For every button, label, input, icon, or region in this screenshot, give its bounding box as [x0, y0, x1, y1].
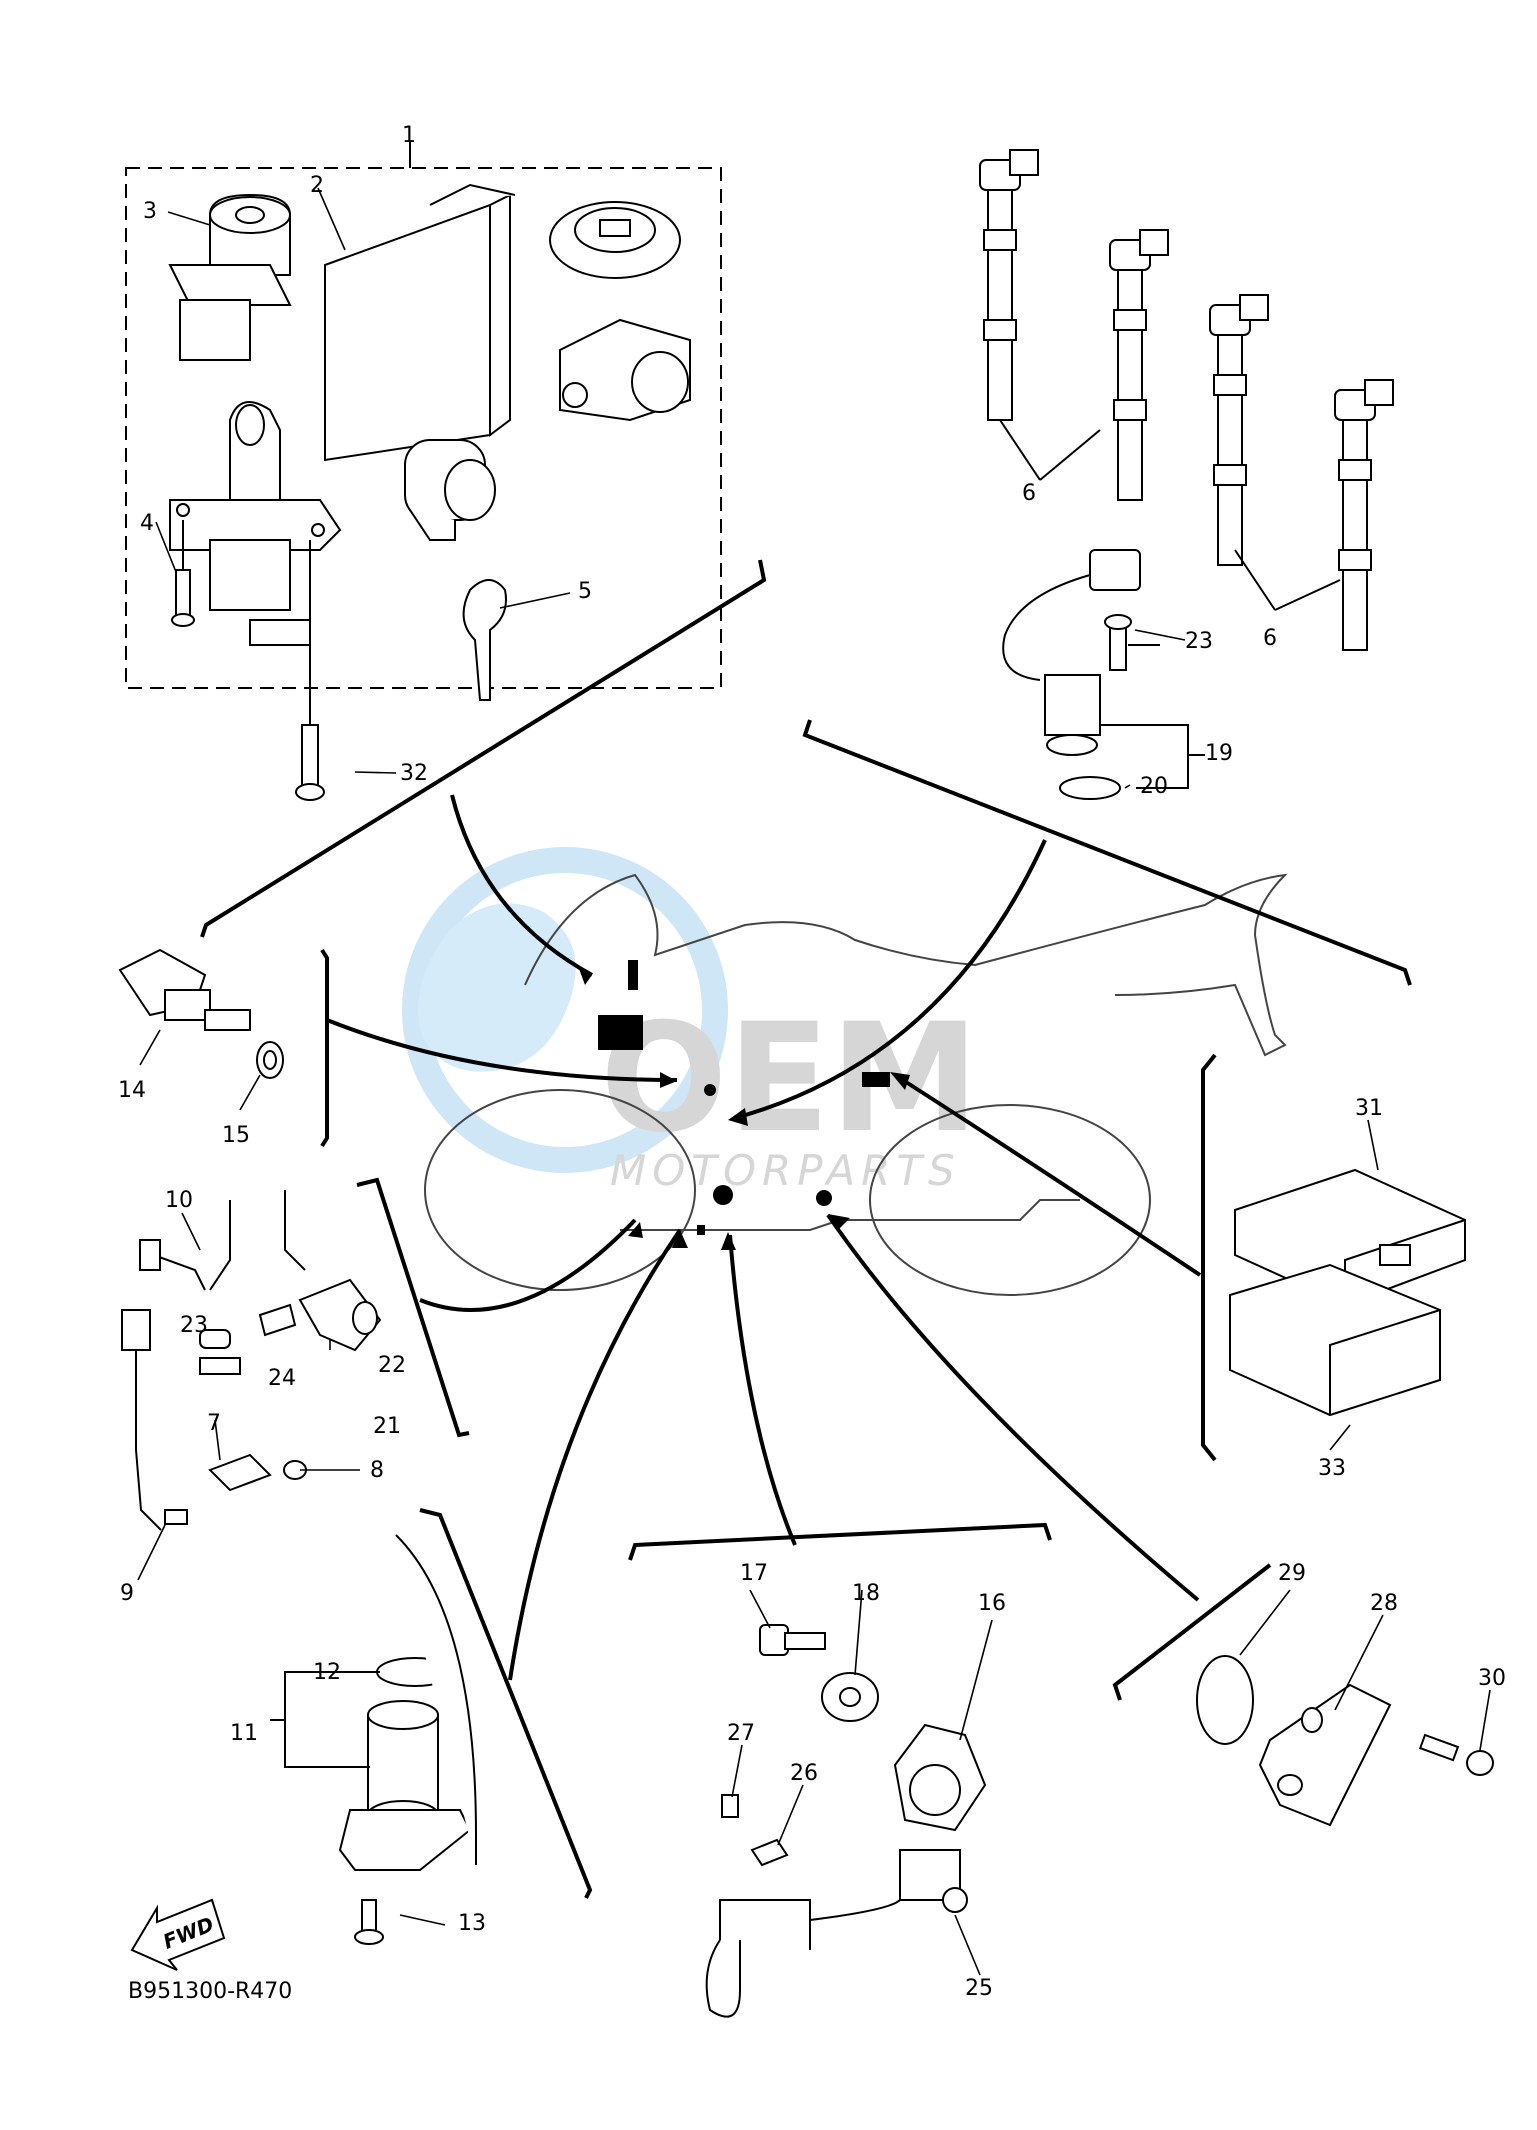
- sensor-location-icon: [704, 1084, 716, 1096]
- coil-leaders: [999, 419, 1341, 611]
- ecu-unit-location-icon: [862, 1072, 890, 1087]
- callout-23a: 23: [1185, 629, 1213, 654]
- temperature-sensor: [118, 948, 284, 1079]
- callout-17: 17: [740, 1561, 768, 1586]
- key: [462, 579, 507, 701]
- leader-arrowheads: [578, 966, 910, 1250]
- callout-24: 24: [268, 1366, 296, 1391]
- ecu-module: [324, 183, 516, 462]
- leader-curves: [326, 794, 1202, 1681]
- callout-22: 22: [378, 1353, 406, 1378]
- callout-numbers: 1 2 3 4 5 6 6 7 8 9 10 11 12 13 14 15 16…: [118, 123, 1506, 2001]
- callout-31: 31: [1355, 1096, 1383, 1121]
- watermark: OEM MOTORPARTS: [402, 847, 979, 1195]
- speed-sensor-group: [705, 1624, 987, 2018]
- callout-25: 25: [965, 1976, 993, 2001]
- solenoid-valve: [338, 1534, 477, 1945]
- callout-13: 13: [458, 1911, 486, 1936]
- group-brackets: [200, 559, 1412, 1899]
- fuel-cap: [549, 201, 681, 279]
- shift-sensor-location-icon: [816, 1190, 832, 1206]
- shift-sensor-group: [1196, 1655, 1494, 1827]
- callout-19: 19: [1205, 741, 1233, 766]
- callout-12: 12: [313, 1660, 341, 1685]
- helmet-lock: [404, 439, 496, 541]
- ecu-units: [1229, 1168, 1466, 1417]
- callout-18: 18: [852, 1581, 880, 1606]
- callout-leaders: [137, 187, 1491, 1976]
- callout-26: 26: [790, 1761, 818, 1786]
- callout-30: 30: [1478, 1666, 1506, 1691]
- callout-21: 21: [373, 1414, 401, 1439]
- callout-14: 14: [118, 1078, 146, 1103]
- callout-6b: 6: [1263, 626, 1277, 651]
- callout-2: 2: [310, 173, 324, 198]
- callout-3: 3: [143, 199, 157, 224]
- motorcycle-outline: [424, 873, 1288, 1296]
- callout-20: 20: [1140, 774, 1168, 799]
- callout-4: 4: [140, 511, 154, 536]
- callout-11: 11: [230, 1721, 258, 1746]
- callout-15: 15: [222, 1123, 250, 1148]
- callout-33: 33: [1318, 1456, 1346, 1481]
- callout-32: 32: [400, 761, 428, 786]
- solenoid-bracket: [270, 1671, 380, 1768]
- bike-mounted-parts: [598, 960, 890, 1235]
- screws-group1: [171, 520, 325, 801]
- callout-8: 8: [370, 1458, 384, 1483]
- ecu-location-icon: [598, 1015, 643, 1050]
- callout-7: 7: [207, 1411, 221, 1436]
- fwd-arrow-icon: FWD: [130, 1898, 226, 1971]
- main-switch-kit-box: [125, 167, 722, 689]
- callout-29: 29: [1278, 1561, 1306, 1586]
- callout-28: 28: [1370, 1591, 1398, 1616]
- callout-16: 16: [978, 1591, 1006, 1616]
- diagram-code: B951300-R470: [128, 1979, 292, 2004]
- ignition-coils: [979, 149, 1394, 651]
- watermark-sub: MOTORPARTS: [610, 1146, 961, 1195]
- steering-lock: [168, 193, 292, 361]
- speed-sensor-location-icon: [697, 1225, 705, 1235]
- callout-23b: 23: [180, 1313, 208, 1338]
- callout-1: 1: [402, 123, 416, 148]
- intake-sensor: [1002, 549, 1141, 800]
- callout-10: 10: [165, 1188, 193, 1213]
- main-switch-location-icon: [628, 960, 638, 990]
- main-switch: [169, 401, 342, 646]
- crank-sensor-location-icon: [713, 1185, 733, 1205]
- callout-6a: 6: [1022, 481, 1036, 506]
- callout-5: 5: [578, 579, 592, 604]
- seat-lock: [559, 318, 691, 422]
- sensor19-bracket: [1100, 644, 1205, 789]
- callout-27: 27: [727, 1721, 755, 1746]
- crank-sensor-group: [121, 1190, 382, 1531]
- callout-9: 9: [120, 1581, 134, 1606]
